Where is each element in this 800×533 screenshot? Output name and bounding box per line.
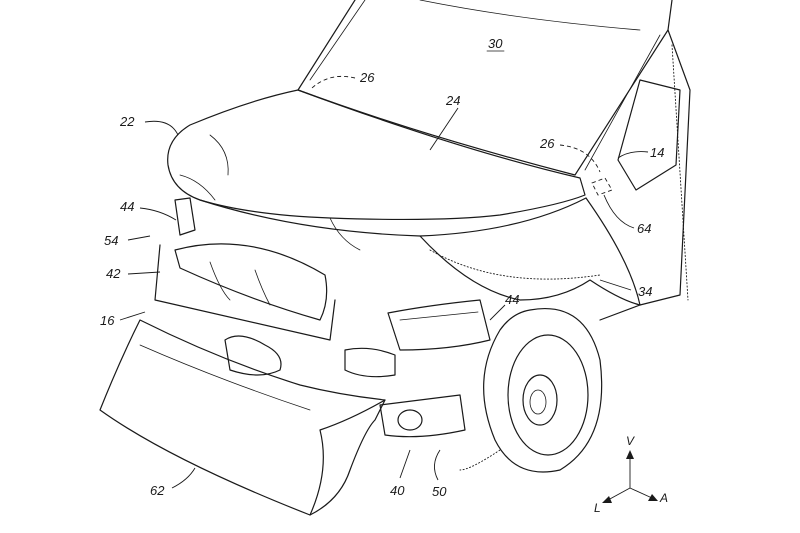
front-wheel (459, 308, 603, 473)
ref-62: 62 (150, 483, 165, 498)
ref-26-right: 26 (539, 136, 555, 151)
ref-42: 42 (106, 266, 121, 281)
leader-lines (119, 75, 649, 489)
arrow-up-icon (626, 450, 634, 459)
fender (419, 197, 641, 321)
ref-40: 40 (390, 483, 405, 498)
axis-triad: V L A (594, 434, 668, 515)
axis-label-l: L (594, 501, 601, 515)
hood-cover (167, 89, 587, 251)
ref-50: 50 (432, 484, 447, 499)
ref-22: 22 (119, 114, 135, 129)
axis-label-v: V (626, 434, 635, 448)
axis-label-a: A (659, 491, 668, 505)
arrow-left-down-icon (602, 496, 612, 503)
headlights (174, 197, 491, 351)
ref-16: 16 (100, 313, 115, 328)
a-pillar-door (617, 29, 691, 306)
front-fascia (154, 243, 466, 438)
windshield (297, 0, 673, 176)
ref-64: 64 (637, 221, 651, 236)
ref-30: 30 (488, 36, 503, 51)
ref-26-left: 26 (359, 70, 375, 85)
ref-14: 14 (650, 145, 664, 160)
ref-54: 54 (104, 233, 118, 248)
ref-34: 34 (638, 284, 652, 299)
ref-24: 24 (445, 93, 460, 108)
reference-numerals: 30 26 24 22 26 14 44 64 54 42 34 44 16 6… (100, 36, 664, 499)
arrow-right-down-icon (648, 494, 658, 501)
ref-44-left: 44 (120, 199, 134, 214)
airbag-62 (99, 177, 613, 516)
ref-44-right: 44 (505, 292, 519, 307)
